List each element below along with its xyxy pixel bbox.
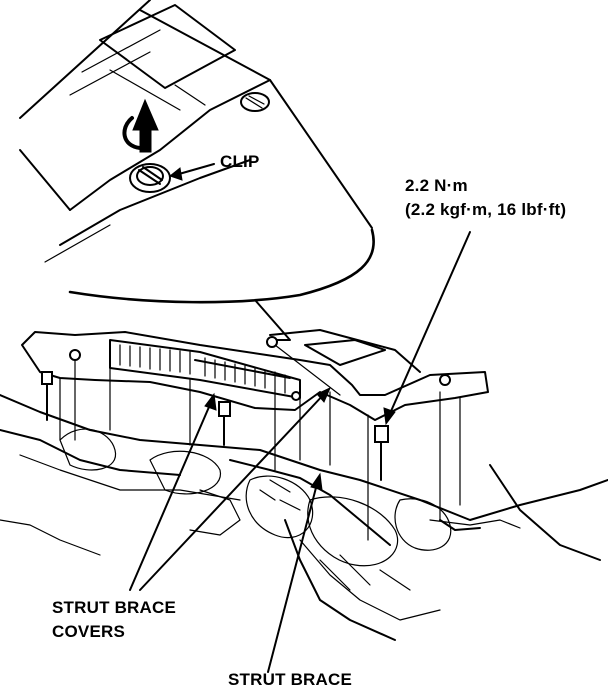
bolt-icon xyxy=(374,425,389,481)
clip-label: CLIP xyxy=(220,152,260,171)
strut-brace-assembly xyxy=(0,329,608,641)
covers-leader xyxy=(129,387,331,591)
cover-ribs xyxy=(119,344,286,394)
strut-brace-label: STRUT BRACE xyxy=(228,670,353,689)
clip-icon xyxy=(240,92,270,112)
torque-spec-value: 2.2 N·m xyxy=(405,176,468,195)
strut-brace-covers-label-line2: COVERS xyxy=(52,622,125,641)
bolt-icon xyxy=(218,401,231,446)
brace-leader xyxy=(267,472,323,673)
torque-leader xyxy=(383,231,471,426)
torque-spec-detail: (2.2 kgf·m, 16 lbf·ft) xyxy=(405,200,567,219)
clip-detail-inset xyxy=(19,0,375,304)
removal-arrow-icon xyxy=(122,98,159,153)
clip-icon xyxy=(129,163,171,193)
strut-brace-covers-label-line1: STRUT BRACE xyxy=(52,598,177,617)
